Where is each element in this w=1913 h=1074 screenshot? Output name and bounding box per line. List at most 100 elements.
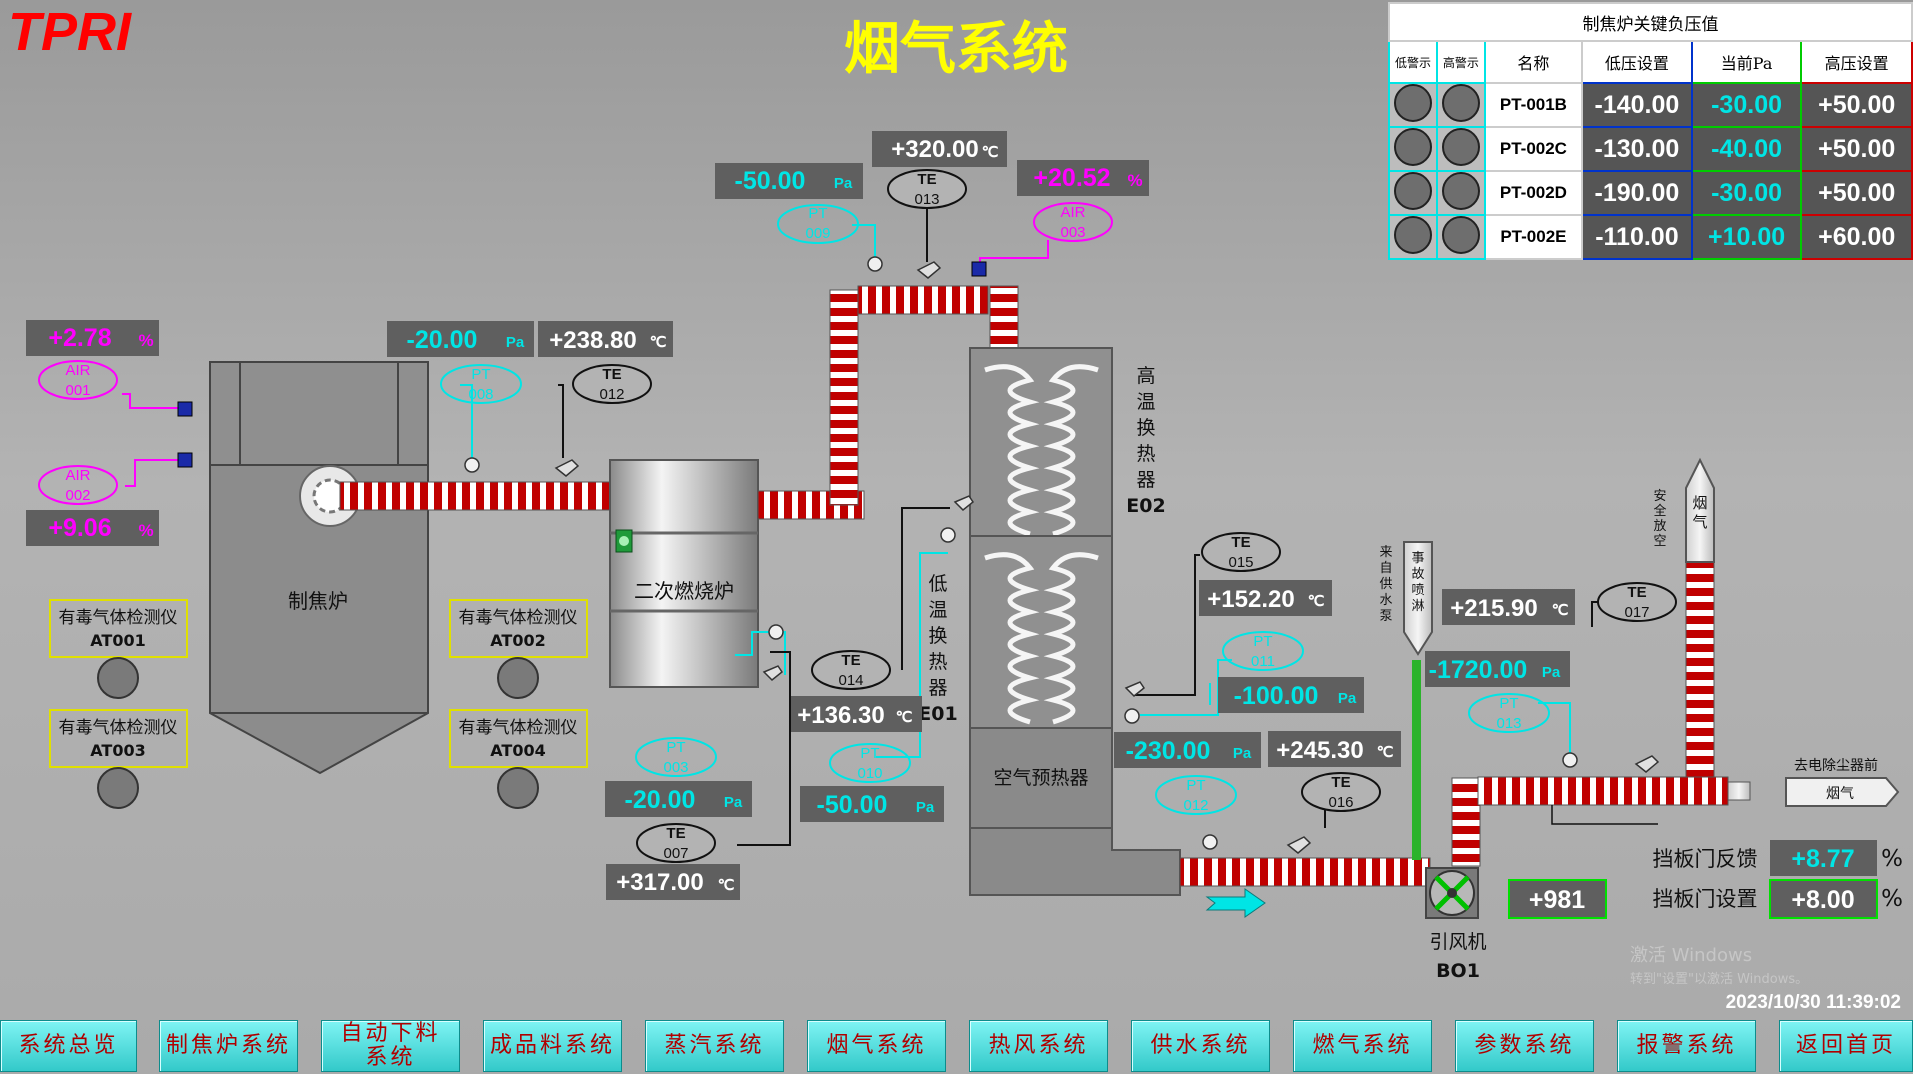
nav-parameter-system[interactable]: 参数系统 (1455, 1020, 1594, 1072)
nav-product-system[interactable]: 成品料系统 (483, 1020, 622, 1072)
gas-detector-at003[interactable]: 有毒气体检测仪 AT003 (49, 709, 188, 809)
gas-detector-at002[interactable]: 有毒气体检测仪 AT002 (449, 599, 588, 699)
tag-te016[interactable]: TE 016 (1301, 772, 1381, 812)
svg-text:%: % (1127, 171, 1142, 190)
tag-te014[interactable]: TE 014 (811, 650, 891, 690)
col-low-alarm: 低警示 (1388, 40, 1438, 84)
flue-gas-stack[interactable] (1685, 457, 1715, 563)
svg-text:016: 016 (1328, 794, 1353, 811)
tag-air003[interactable]: AIR 003 (1033, 202, 1113, 242)
svg-text:℃: ℃ (1308, 593, 1325, 610)
nav-hot-air-system[interactable]: 热风系统 (969, 1020, 1108, 1072)
tag-air001[interactable]: AIR 001 (38, 360, 118, 400)
svg-text:AT003: AT003 (90, 741, 145, 760)
table-row: PT-002C -130.00 -40.00 +50.00 (1388, 126, 1913, 172)
svg-text:014: 014 (838, 672, 863, 689)
value-te016: +245.30 ℃ (1268, 731, 1401, 767)
nav-steam-system[interactable]: 蒸汽系统 (645, 1020, 784, 1072)
svg-text:AIR: AIR (65, 467, 90, 484)
to-dust-arrow[interactable] (1785, 777, 1900, 807)
hx-low-id: E01 (918, 703, 957, 725)
high-setpoint[interactable]: +60.00 (1800, 214, 1913, 260)
emergency-spray-tower[interactable] (1403, 541, 1433, 656)
tag-pt010[interactable]: PT 010 (829, 743, 911, 783)
low-temp-heat-exchanger[interactable] (969, 535, 1113, 729)
nav-furnace-system[interactable]: 制焦炉系统 (159, 1020, 298, 1072)
tag-air002[interactable]: AIR 002 (38, 465, 118, 505)
gas-detector-at001[interactable]: 有毒气体检测仪 AT001 (49, 599, 188, 699)
damper-setpoint[interactable]: +8.00 (1769, 879, 1878, 919)
hx-high-label: 高 温 换 热 器 (1136, 365, 1155, 491)
gas-detector-at004[interactable]: 有毒气体检测仪 AT004 (449, 709, 588, 809)
induced-draft-fan[interactable] (1425, 867, 1479, 919)
svg-text:器: 器 (928, 677, 947, 699)
air-preheater[interactable]: 空气预热器 (969, 727, 1113, 829)
nav-gas-system[interactable]: 燃气系统 (1293, 1020, 1432, 1072)
svg-text:有毒气体检测仪: 有毒气体检测仪 (459, 718, 578, 738)
tag-pt008[interactable]: PT 008 (440, 364, 522, 404)
activation-watermark-hint: 转到"设置"以激活 Windows。 (1630, 972, 1808, 987)
damper-leader (1551, 805, 1658, 825)
svg-text:PT: PT (808, 205, 827, 222)
nav-auto-feed-system[interactable]: 自动下料 系统 (321, 1020, 460, 1072)
sensor-name: PT-002E (1483, 214, 1584, 260)
nav-flue-gas-system[interactable]: 烟气系统 (807, 1020, 946, 1072)
svg-text:Pa: Pa (916, 799, 935, 816)
high-setpoint[interactable]: +50.00 (1800, 82, 1913, 128)
value-te014: +136.30 ℃ (791, 696, 922, 732)
tag-te017[interactable]: TE 017 (1597, 582, 1677, 622)
tag-te012[interactable]: TE 012 (572, 364, 652, 404)
tag-te013[interactable]: TE 013 (887, 169, 967, 209)
svg-text:%: % (138, 521, 153, 540)
high-temp-heat-exchanger[interactable] (969, 347, 1113, 537)
svg-text:+8.00: +8.00 (1791, 886, 1854, 914)
svg-text:TE: TE (1627, 584, 1646, 601)
nav-system-overview[interactable]: 系统总览 (0, 1020, 137, 1072)
coking-furnace[interactable]: 制焦炉 (209, 361, 429, 775)
svg-text:供: 供 (1379, 577, 1392, 592)
table-row: PT-002E -110.00 +10.00 +60.00 (1388, 214, 1913, 260)
value-pt013: -1720.00 Pa (1425, 651, 1570, 687)
svg-text:Pa: Pa (506, 334, 525, 351)
pipe-to-fan (1179, 857, 1431, 887)
pipe-outlet (1477, 776, 1729, 806)
current-value: -40.00 (1690, 126, 1803, 172)
low-setpoint[interactable]: -190.00 (1581, 170, 1693, 216)
tag-pt003[interactable]: PT 003 (635, 737, 717, 777)
value-te017: +215.90 ℃ (1442, 589, 1575, 625)
svg-text:TE: TE (917, 171, 936, 188)
current-value: -30.00 (1690, 170, 1803, 216)
tag-te007[interactable]: TE 007 (636, 823, 716, 863)
low-setpoint[interactable]: -130.00 (1581, 126, 1693, 172)
tag-pt012[interactable]: PT 012 (1155, 775, 1237, 815)
tag-pt009[interactable]: PT 009 (777, 204, 859, 244)
tag-te015[interactable]: TE 015 (1201, 532, 1281, 572)
svg-text:%: % (138, 331, 153, 350)
svg-text:-50.00: -50.00 (817, 791, 888, 819)
nav-alarm-system[interactable]: 报警系统 (1617, 1020, 1756, 1072)
burner-valve-icon[interactable] (615, 529, 633, 553)
col-name: 名称 (1483, 40, 1584, 84)
svg-text:-1720.00: -1720.00 (1429, 656, 1528, 684)
stack-label: 烟 气 (1692, 494, 1707, 531)
svg-text:℃: ℃ (896, 709, 913, 726)
low-alarm-lamp (1388, 214, 1438, 260)
nav-water-supply-system[interactable]: 供水系统 (1131, 1020, 1270, 1072)
low-setpoint[interactable]: -110.00 (1581, 214, 1693, 260)
furnace-label: 制焦炉 (288, 589, 348, 613)
current-value: -30.00 (1690, 82, 1803, 128)
svg-text:+2.78: +2.78 (48, 324, 111, 352)
high-setpoint[interactable]: +50.00 (1800, 170, 1913, 216)
key-pressure-table: 制焦炉关键负压值 低警示 高警示 名称 低压设置 当前Pa 高压设置 PT-00… (1388, 2, 1913, 260)
pipe-stack (1685, 561, 1715, 778)
value-pt010: -50.00 Pa (800, 786, 944, 822)
secondary-combustor[interactable]: 二次燃烧炉 (609, 459, 759, 688)
svg-text:有毒气体检测仪: 有毒气体检测仪 (59, 608, 178, 628)
nav-home[interactable]: 返回首页 (1779, 1020, 1913, 1072)
svg-text:Pa: Pa (834, 175, 853, 192)
tag-pt011[interactable]: PT 011 (1222, 631, 1304, 671)
svg-text:℃: ℃ (650, 334, 667, 351)
low-setpoint[interactable]: -140.00 (1581, 82, 1693, 128)
high-setpoint[interactable]: +50.00 (1800, 126, 1913, 172)
tag-pt013[interactable]: PT 013 (1468, 693, 1550, 733)
